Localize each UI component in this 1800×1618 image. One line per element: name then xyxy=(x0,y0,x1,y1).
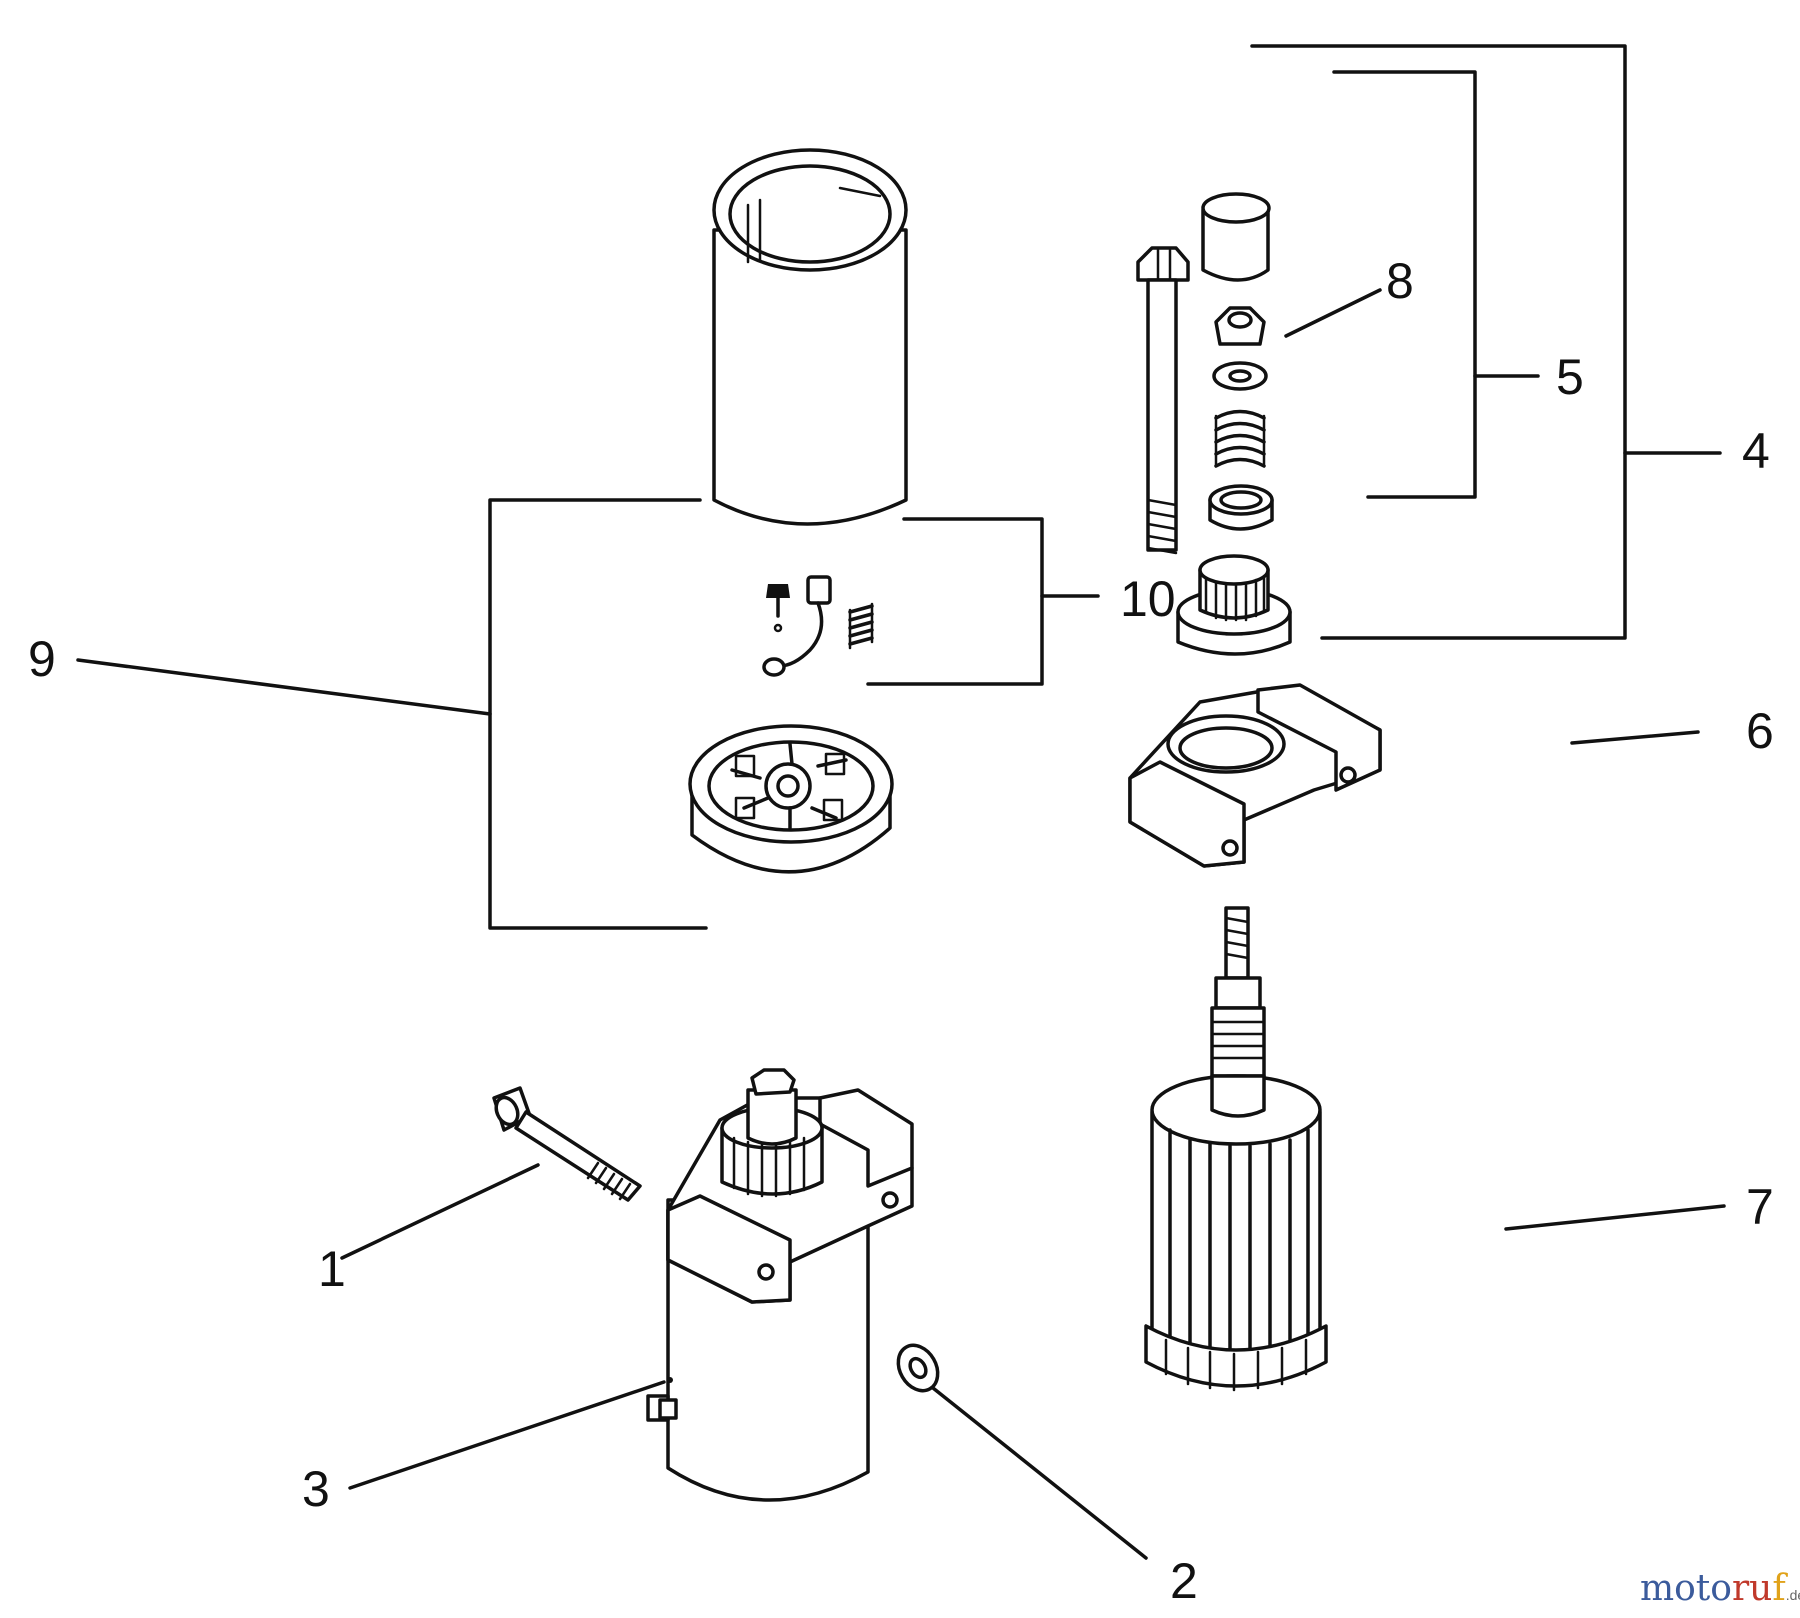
leader-2 xyxy=(931,1386,1148,1560)
leader-3 xyxy=(348,1380,666,1490)
callout-10: 10 xyxy=(1120,571,1176,627)
svg-text:motoruf.de: motoruf.de xyxy=(1640,1568,1800,1609)
callout-1: 1 xyxy=(318,1241,346,1297)
watermark-logo: motoruf.de xyxy=(1640,1568,1800,1609)
through-bolt xyxy=(1136,246,1190,555)
starter-motor xyxy=(646,1068,914,1502)
bracket-9 xyxy=(76,498,708,930)
callout-8: 8 xyxy=(1386,253,1414,309)
callout-3: 3 xyxy=(302,1461,330,1517)
mounting-bolt xyxy=(492,1086,642,1202)
bracket-5 xyxy=(1332,70,1540,499)
leader-6 xyxy=(1570,730,1700,745)
pinion-gear xyxy=(1176,554,1292,656)
leader-7 xyxy=(1504,1204,1726,1231)
bracket-4 xyxy=(1250,44,1722,640)
armature xyxy=(1144,906,1328,1392)
callout-4: 4 xyxy=(1742,423,1770,479)
washer xyxy=(896,1343,940,1393)
drive-end-cap xyxy=(1128,683,1382,868)
brush-kit xyxy=(762,575,874,677)
brush-end-cap xyxy=(688,724,894,874)
drive-stack xyxy=(1201,192,1274,531)
leader-1 xyxy=(340,1163,540,1260)
bracket-10 xyxy=(866,517,1100,686)
callout-5: 5 xyxy=(1556,349,1584,405)
callout-7: 7 xyxy=(1746,1179,1774,1235)
callout-2: 2 xyxy=(1170,1553,1198,1609)
callout-9: 9 xyxy=(28,631,56,687)
callout-6: 6 xyxy=(1746,703,1774,759)
leader-8 xyxy=(1284,288,1382,338)
housing-tube xyxy=(712,148,908,526)
